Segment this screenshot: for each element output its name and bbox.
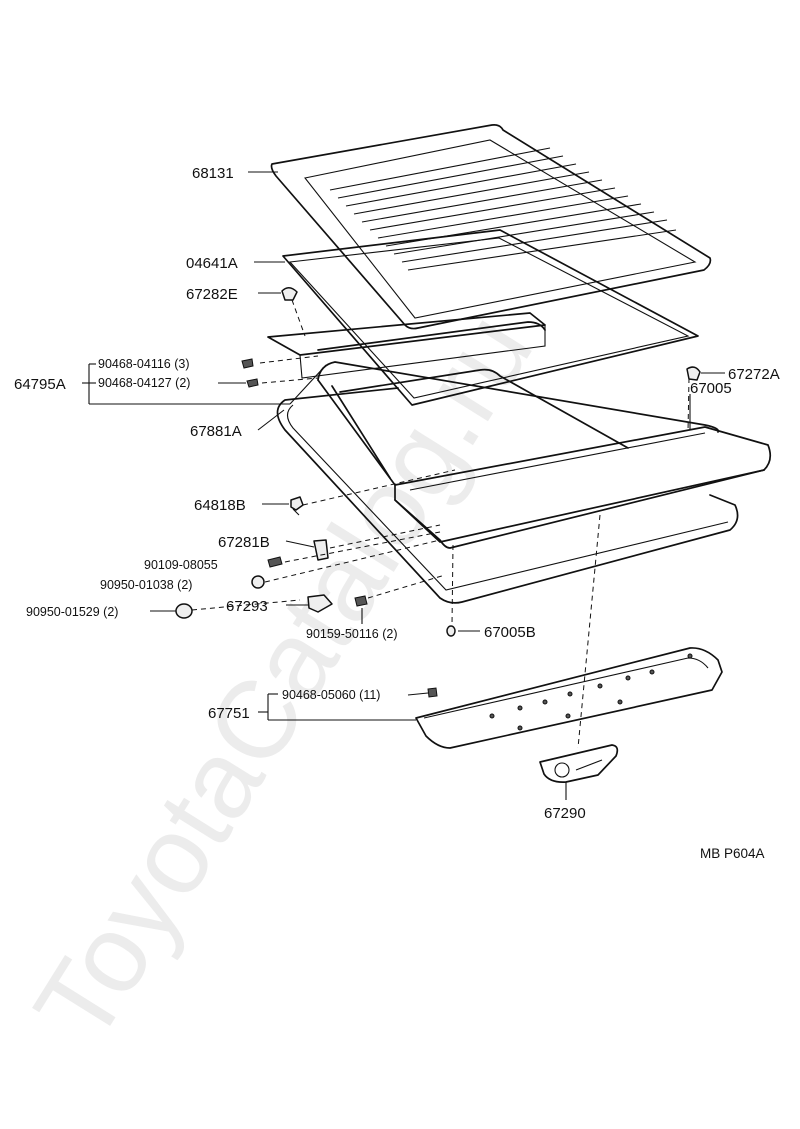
label-67282E: 67282E [186,286,238,303]
leader-lines [82,171,725,800]
handle-67290 [539,744,619,783]
clip-64818B [290,496,304,516]
glass-slat-lines [329,147,677,271]
label-68131: 68131 [192,165,234,182]
label-67290: 67290 [544,805,586,822]
label-90950-01038: 90950-01038 (2) [100,578,192,592]
label-67005B: 67005B [484,624,536,641]
label-90950-01529: 90950-01529 (2) [26,605,118,619]
label-04641A: 04641A [186,255,238,272]
bracket-67281B [313,539,329,561]
label-64818B: 64818B [194,497,246,514]
label-67751: 67751 [208,705,250,722]
label-67881A: 67881A [190,423,242,440]
label-67293: 67293 [226,598,268,615]
bracket-67293 [307,594,333,613]
screw-90468-05060 [427,687,438,698]
label-90468-04127: 90468-04127 (2) [98,376,190,390]
label-67005: 67005 [690,380,732,397]
alignment-lines [191,299,690,749]
clip-67272A [686,366,701,381]
label-67281B: 67281B [218,534,270,551]
glass-panel-68131 [270,124,712,330]
sunshade-plate-64795A [267,312,546,379]
plug-90950-01038 [251,575,265,589]
label-67272A: 67272A [728,366,780,383]
screw-90468-04127 [246,378,259,388]
watermark: ToyotaCatalog.ru [11,292,556,1062]
label-90159-50116: 90159-50116 (2) [306,627,398,641]
label-64795A: 64795A [14,376,66,393]
clip-67282E [281,287,298,301]
label-90468-05060: 90468-05060 (11) [282,688,380,702]
screw-90159-50116 [354,595,368,607]
plug-67005B [446,625,456,637]
panel-67005 [317,361,772,549]
trim-fastener-holes [489,653,693,731]
bolt-90109-08055 [267,556,283,568]
plug-90950-01529 [175,603,193,619]
label-90109-08055: 90109-08055 [144,558,218,572]
screw-90468-04116 [241,358,254,369]
figure-reference: MB P604A [700,846,765,861]
label-90468-04116: 90468-04116 (3) [98,357,190,371]
weatherstrip-04641A [282,229,699,406]
trim-67751 [415,647,723,749]
